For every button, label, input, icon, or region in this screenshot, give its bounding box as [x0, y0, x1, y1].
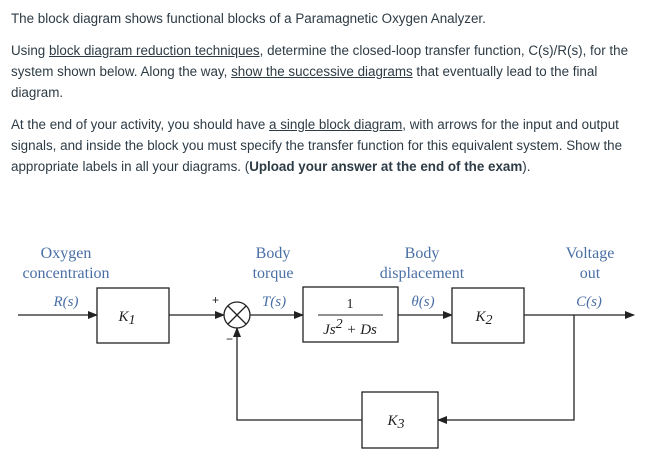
block-k3-label: K3	[386, 413, 404, 432]
block-k1-label: K1	[117, 309, 135, 328]
label-torque-line1: Body	[256, 245, 291, 262]
block-k2-label: K2	[474, 309, 492, 328]
sum-plus-sign: +	[212, 293, 219, 307]
signal-output-label: C(s)	[576, 294, 602, 310]
label-displacement-line1: Body	[405, 245, 440, 262]
sum-minus-sign: −	[226, 332, 233, 346]
block-k1	[96, 287, 170, 344]
label-torque-line2: torque	[253, 265, 294, 282]
underlined-reduction-techniques: block diagram reduction techniques	[48, 43, 260, 58]
feedback-to-k3-line	[437, 315, 575, 424]
block-k2	[451, 287, 525, 344]
label-displacement-line2: displacement	[380, 265, 465, 282]
summing-junction	[223, 301, 251, 329]
plant-numerator: 1	[347, 297, 354, 312]
underlined-single-block-diagram: a single block diagram	[269, 117, 403, 132]
underlined-successive-diagrams: show the successive diagrams	[231, 64, 413, 79]
signal-input-label: R(s)	[53, 294, 79, 310]
label-oxygen-line2: concentration	[22, 265, 109, 282]
signal-torque-label: T(s)	[262, 294, 286, 310]
paragraph-instructions: Using block diagram reduction techniques…	[11, 43, 629, 100]
upload-instruction: Upload your answer at the end of the exa…	[249, 159, 523, 174]
label-oxygen-line1: Oxygen	[41, 245, 92, 262]
signal-theta-label: θ(s)	[411, 294, 434, 310]
paragraph-deliverable: At the end of your activity, you should …	[11, 117, 623, 174]
plant-denominator: Js2 + Ds	[323, 317, 377, 338]
label-voltage-line2: out	[580, 265, 601, 282]
block-k3	[361, 391, 439, 449]
paragraph-intro: The block diagram shows functional block…	[11, 11, 486, 26]
label-voltage-line1: Voltage	[566, 245, 615, 262]
feedback-to-sum-line	[233, 327, 362, 421]
question-text: The block diagram shows functional block…	[11, 8, 641, 188]
